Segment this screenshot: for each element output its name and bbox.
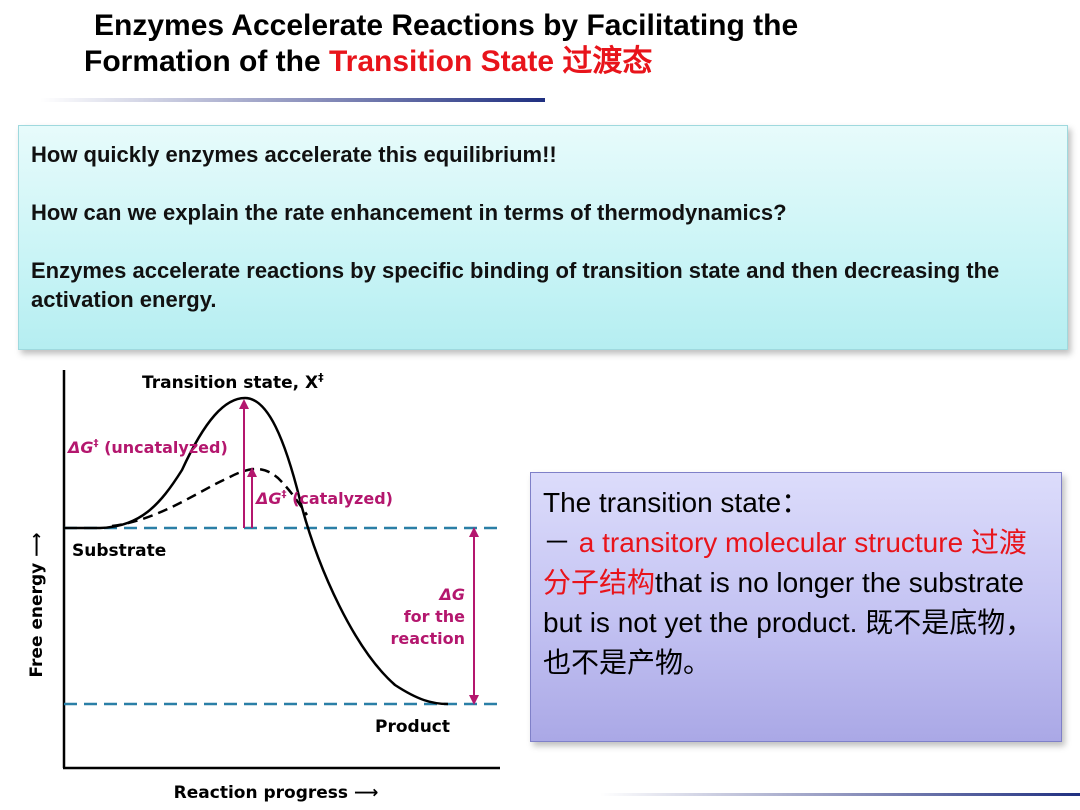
question-2: How can we explain the rate enhancement … <box>31 200 787 225</box>
title-line-2-prefix: Formation of the <box>84 45 329 78</box>
question-box: How quickly enzymes accelerate this equi… <box>18 125 1068 350</box>
definition-dash: － <box>543 527 579 558</box>
title-highlight: Transition State 过渡态 <box>328 45 653 78</box>
product-label: Product <box>375 717 450 737</box>
title-line-2: Formation of the Transition State 过渡态 <box>84 44 984 80</box>
definition-highlight: a transitory molecular structure 过渡分子结构 <box>543 527 1027 598</box>
bottom-rule <box>600 793 1080 796</box>
delta-g-label-line2: for the <box>404 607 465 626</box>
definition-heading: The transition state： <box>543 487 810 518</box>
delta-g-label-line3: reaction <box>390 629 465 648</box>
slide-title: Enzymes Accelerate Reactions by Facilita… <box>84 8 984 80</box>
question-3: Enzymes accelerate reactions by specific… <box>31 258 1000 312</box>
delta-g-label: ΔG <box>437 585 465 604</box>
y-axis-label: Free energy ⟶ <box>27 533 47 678</box>
definition-rest: that is no longer the substrate but is n… <box>543 567 1034 678</box>
uncatalyzed-label: ΔG‡ (uncatalyzed) <box>66 438 228 457</box>
title-underline <box>40 98 545 102</box>
x-axis-label: Reaction progress ⟶ <box>174 783 379 803</box>
catalyzed-curve <box>111 467 309 528</box>
catalyzed-label: ΔG‡ (catalyzed) <box>254 489 393 508</box>
energy-diagram: Transition state, X‡ ΔG‡ (uncatalyzed) Δ… <box>27 370 500 803</box>
uncatalyzed-curve <box>64 396 449 706</box>
substrate-label: Substrate <box>72 541 166 561</box>
title-line-1: Enzymes Accelerate Reactions by Facilita… <box>94 9 799 42</box>
question-1: How quickly enzymes accelerate this equi… <box>31 142 557 167</box>
transition-state-label: Transition state, X‡ <box>142 371 324 393</box>
definition-box: The transition state： － a transitory mol… <box>530 472 1062 742</box>
